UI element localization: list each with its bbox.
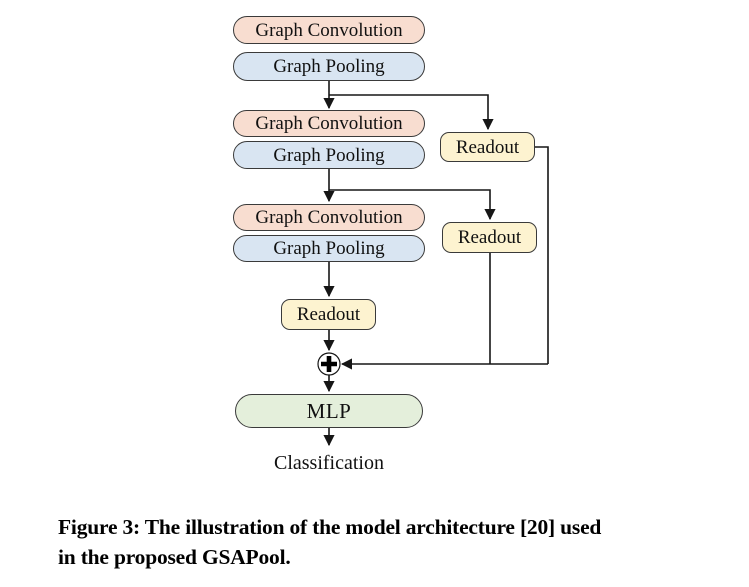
circled-plus-icon (317, 352, 341, 376)
node-readout-right-1: Readout (440, 132, 535, 162)
node-graph-pooling-3: Graph Pooling (233, 235, 425, 262)
node-graph-convolution-2: Graph Convolution (233, 110, 425, 137)
node-graph-convolution-1: Graph Convolution (233, 16, 425, 44)
node-readout-center: Readout (281, 299, 376, 330)
node-mlp: MLP (235, 394, 423, 428)
node-graph-pooling-2: Graph Pooling (233, 141, 425, 169)
node-readout-right-2: Readout (442, 222, 537, 253)
caption-line-2: in the proposed GSAPool. (58, 545, 291, 569)
architecture-diagram: Graph Convolution Graph Pooling Graph Co… (233, 16, 549, 474)
figure-caption: Figure 3: The illustration of the model … (58, 512, 738, 572)
classification-label: Classification (274, 452, 384, 474)
edge-readout1-down (535, 146, 549, 364)
node-graph-convolution-3: Graph Convolution (233, 204, 425, 231)
caption-line-1: Figure 3: The illustration of the model … (58, 515, 602, 539)
node-graph-pooling-1: Graph Pooling (233, 52, 425, 81)
